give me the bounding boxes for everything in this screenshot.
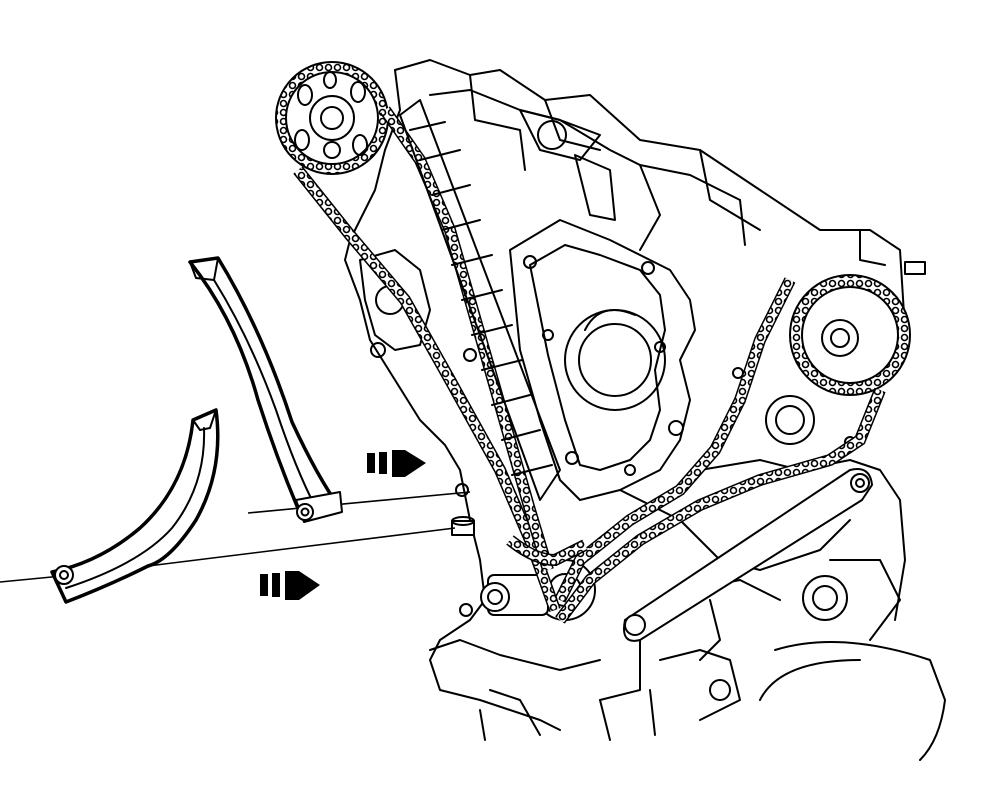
camshaft-sprocket-right — [789, 274, 911, 396]
lower-install-arrow-icon — [260, 571, 320, 600]
timing-chain-left — [293, 99, 561, 613]
upper-guide — [188, 256, 343, 523]
lower-guide — [50, 408, 220, 604]
timing-chain-right — [506, 277, 886, 624]
upper-install-arrow-icon — [367, 450, 426, 477]
engine-block — [344, 59, 946, 761]
alignment-lines — [0, 491, 471, 583]
camshaft-sprocket-left — [275, 61, 389, 175]
